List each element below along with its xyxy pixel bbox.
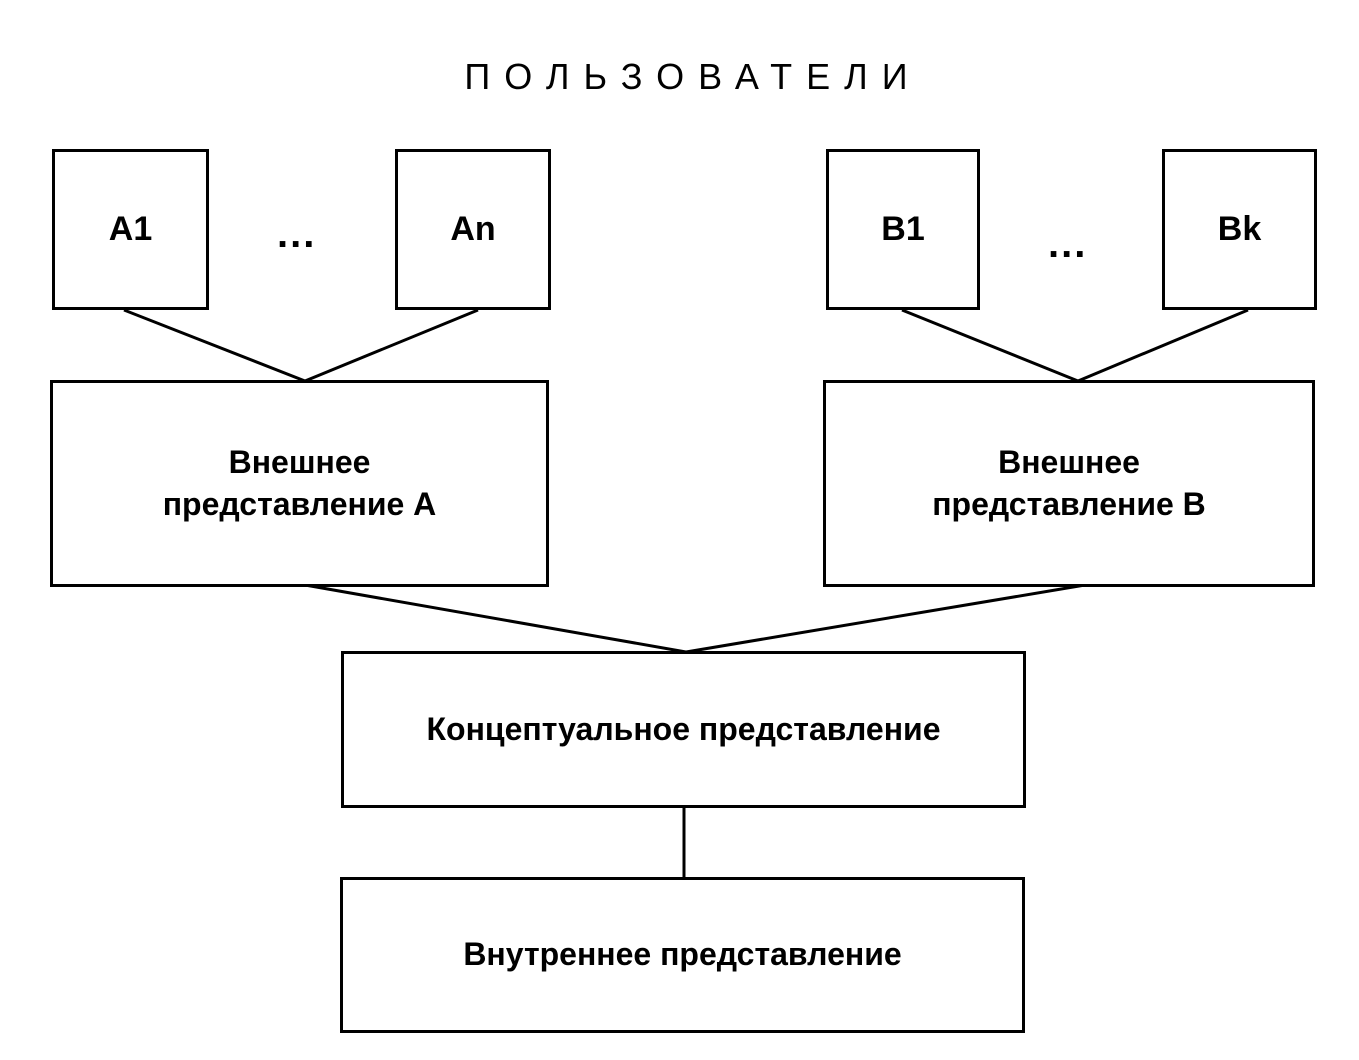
conceptual-view-box: Концептуальное представление — [341, 651, 1026, 808]
line-bk-to-external-b — [1077, 308, 1249, 383]
user-bk-box: Bk — [1162, 149, 1317, 310]
internal-view-box: Внутреннее представление — [340, 877, 1025, 1033]
external-view-a-box: Внешнее представление A — [50, 380, 549, 587]
user-a1-box: A1 — [52, 149, 209, 310]
line-external-a-to-conceptual — [304, 583, 687, 654]
line-a1-to-external-a — [123, 308, 306, 383]
users-b-ellipsis: ... — [1048, 222, 1088, 266]
line-b1-to-external-b — [901, 308, 1079, 383]
line-external-b-to-conceptual — [685, 583, 1086, 654]
user-b1-box: B1 — [826, 149, 980, 310]
users-heading: ПОЛЬЗОВАТЕЛИ — [464, 56, 922, 97]
external-view-b-box: Внешнее представление B — [823, 380, 1315, 587]
users-a-ellipsis: ... — [277, 212, 317, 256]
user-an-box: An — [395, 149, 551, 310]
line-an-to-external-a — [304, 308, 479, 383]
